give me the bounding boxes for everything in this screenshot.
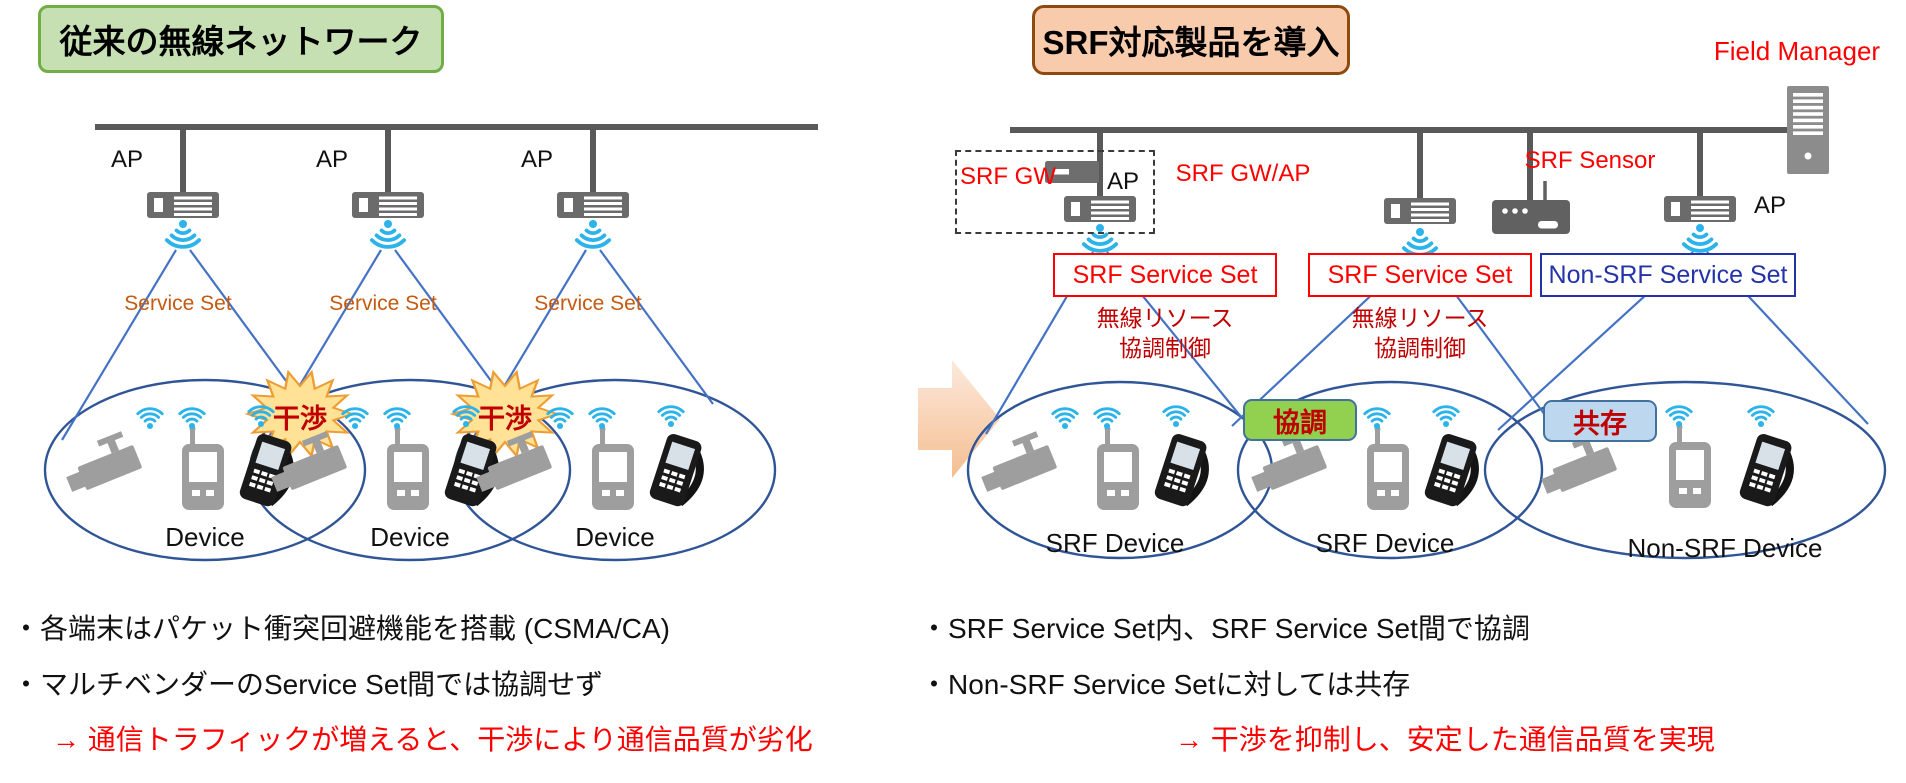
non-srf-service-set-box-text: Non-SRF Service Set	[1548, 260, 1788, 289]
right-bullet-1: ・SRF Service Set内、SRF Service Set間で協調	[920, 613, 1530, 644]
cone-line	[61, 249, 177, 441]
wifi-signal-icon	[588, 407, 616, 431]
wifi-signal-icon	[136, 407, 164, 431]
access-point-icon	[1664, 196, 1736, 222]
non-srf-service-set-box: Non-SRF Service Set	[1540, 253, 1796, 297]
wifi-signal-icon	[1747, 405, 1775, 429]
srf-gw-group-box	[955, 150, 1155, 234]
coverage-ellipse	[1483, 380, 1887, 560]
wifi-signal-icon	[1051, 407, 1079, 431]
left-panel-title-text: 従来の無線ネットワーク	[59, 23, 423, 60]
srf-service-set-box-text: SRF Service Set	[1072, 260, 1258, 289]
srf-device-label: SRF Device	[1045, 528, 1185, 558]
radio-resource-line1: 無線リソース	[1096, 305, 1234, 331]
phone-icon	[592, 426, 634, 510]
non-srf-device-label: Non-SRF Device	[1627, 533, 1823, 563]
cone-line	[599, 249, 714, 405]
left-conclusion: → 通信トラフィックが増えると、干渉により通信品質が劣化	[52, 724, 813, 755]
wifi-signal-icon	[369, 218, 407, 249]
coexistence-badge-text: 共存	[1573, 408, 1627, 439]
ap-label: AP	[521, 146, 554, 173]
right-conclusion: → 干渉を抑制し、安定した通信品質を実現	[1175, 724, 1715, 755]
right-panel-title-text: SRF対応製品を導入	[1042, 24, 1340, 61]
wifi-signal-icon	[546, 407, 574, 431]
wifi-signal-icon	[1681, 222, 1719, 253]
phone-icon	[182, 426, 224, 510]
handheld-terminal-icon	[1153, 432, 1214, 510]
wifi-signal-icon	[1093, 407, 1121, 431]
wifi-signal-icon	[657, 405, 685, 429]
wifi-signal-icon	[178, 407, 206, 431]
access-point-icon	[147, 192, 219, 218]
coexistence-badge: 共存	[1543, 400, 1657, 442]
device-label: Device	[575, 522, 655, 552]
wifi-signal-icon	[574, 218, 612, 249]
service-set-label: Service Set	[124, 292, 232, 315]
coordination-badge-text: 協調	[1273, 407, 1327, 438]
access-point-icon	[557, 192, 629, 218]
camera-icon	[57, 428, 143, 496]
ap-label: AP	[1107, 168, 1140, 195]
left-panel-title: 従来の無線ネットワーク	[38, 5, 444, 73]
srf-sensor-label: SRF Sensor	[1524, 147, 1656, 174]
access-point-icon	[1384, 198, 1456, 224]
srf-gw-ap-label: SRF GW/AP	[1175, 160, 1311, 187]
srf-device-label: SRF Device	[1315, 528, 1455, 558]
ap-label: AP	[1754, 192, 1787, 219]
coverage-ellipse	[43, 378, 367, 562]
access-point-icon	[352, 192, 424, 218]
left-bullet-2: ・マルチベンダーのService Set間では協調せず	[12, 669, 604, 700]
cone-line	[394, 249, 509, 405]
radio-resource-line2: 協調制御	[1373, 335, 1466, 361]
camera-icon	[972, 428, 1058, 496]
ap-label: AP	[111, 146, 144, 173]
cone-line	[189, 249, 304, 405]
wifi-signal-icon	[1162, 405, 1190, 429]
left-bullet-1: ・各端末はパケット衝突回避機能を搭載 (CSMA/CA)	[12, 613, 671, 644]
wifi-signal-icon	[164, 218, 202, 249]
handheld-terminal-icon	[648, 432, 709, 510]
ap-label: AP	[316, 146, 349, 173]
phone-icon	[1097, 426, 1139, 510]
field-manager-server-icon	[1787, 86, 1829, 174]
wifi-signal-icon	[1432, 405, 1460, 429]
radio-resource-control-label: 無線リソース 協調制御	[1352, 303, 1489, 363]
transition-arrow-icon	[918, 360, 1000, 478]
wifi-signal-icon	[1363, 407, 1391, 431]
srf-service-set-box-text: SRF Service Set	[1327, 260, 1513, 289]
radio-resource-control-label: 無線リソース 協調制御	[1097, 303, 1234, 363]
phone-icon	[1367, 426, 1409, 510]
interference-label: 干渉	[273, 404, 327, 434]
srf-gw-label: SRF GW	[960, 163, 1056, 190]
service-set-label: Service Set	[329, 292, 437, 315]
handheld-terminal-icon	[1423, 432, 1484, 510]
device-label: Device	[165, 522, 245, 552]
field-manager-label: Field Manager	[1713, 36, 1881, 66]
wifi-signal-icon	[1665, 405, 1693, 429]
phone-icon	[1669, 424, 1711, 508]
interference-label: 干渉	[478, 404, 532, 434]
phone-icon	[387, 426, 429, 510]
device-label: Device	[370, 522, 450, 552]
coordination-badge: 協調	[1243, 399, 1357, 441]
srf-service-set-box: SRF Service Set	[1308, 253, 1532, 297]
handheld-terminal-icon	[1738, 432, 1799, 510]
wifi-signal-icon	[341, 407, 369, 431]
coverage-ellipse	[1236, 380, 1544, 560]
service-set-label: Service Set	[534, 292, 642, 315]
radio-resource-line1: 無線リソース	[1351, 305, 1489, 331]
radio-resource-line2: 協調制御	[1118, 335, 1211, 361]
right-panel-title: SRF対応製品を導入	[1032, 5, 1350, 75]
wifi-signal-icon	[1401, 226, 1439, 257]
srf-service-set-box: SRF Service Set	[1053, 253, 1277, 297]
right-bullet-2: ・Non-SRF Service Setに対しては共存	[920, 669, 1411, 700]
wifi-signal-icon	[383, 407, 411, 431]
